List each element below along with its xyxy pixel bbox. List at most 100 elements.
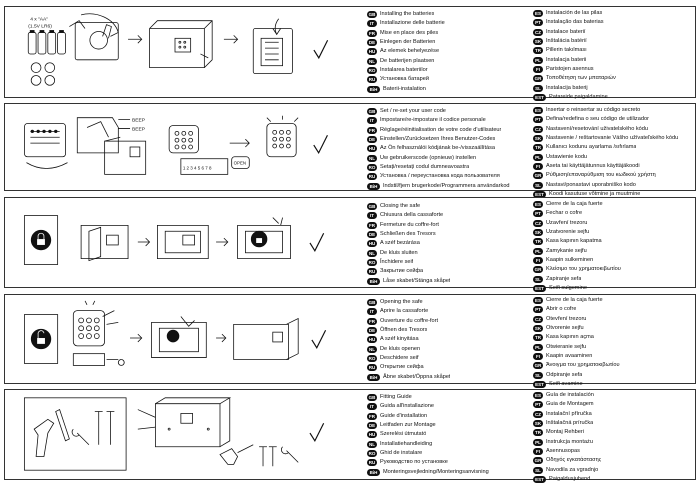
lang-badge: PL [533, 247, 543, 255]
lang-text: Impostare/re-impostare il codice persona… [380, 117, 486, 124]
lang-badge: SK [533, 38, 543, 46]
hand-pressing-reset [76, 117, 121, 154]
lang-badge: PT [533, 116, 543, 124]
unlock-icon-panel [24, 314, 59, 364]
lang-badge: FR [367, 412, 377, 420]
arrow-icon [216, 237, 229, 247]
lang-badge: CZ [533, 125, 543, 133]
lang-badge: CZ [533, 219, 543, 227]
battery-compartment [252, 18, 293, 74]
lang-text: Руководство по установке [380, 459, 448, 466]
code-entry-strip [180, 158, 229, 175]
lang-badge: TR [533, 238, 543, 246]
lang-text: Instalarea bateriilor [380, 66, 428, 73]
lang-text: Setați/resetați codul dumneavoastra [380, 163, 470, 170]
lang-badge: GR [533, 172, 543, 180]
lang-badge: GR [533, 362, 543, 370]
user-code-illustration: BEEP BEEP 1 2 3 4 5 6 7 8 [5, 104, 345, 190]
lang-badge: PT [533, 19, 543, 27]
drill-and-bolts [219, 444, 299, 467]
lang-text: Cierre de la caja fuerte [546, 297, 603, 304]
lang-badge: GR [533, 457, 543, 465]
lang-text: Installazione delle batterie [380, 20, 445, 27]
lang-text: Κλείσιμο του χρηματοκιβωτίου [546, 266, 621, 273]
lang-badge: GB [367, 299, 377, 307]
lang-text: Guida all'installazione [380, 403, 434, 410]
lang-badge: NL [367, 345, 377, 353]
lang-text: Закрытие сейфа [380, 268, 424, 275]
lang-text: Fitting Guide [380, 394, 412, 401]
lang-text: Guia de Montagem [546, 401, 594, 408]
lang-badge: FR [367, 221, 377, 229]
lang-text: Uzavření trezoru [546, 219, 588, 226]
battery-icon-group [27, 30, 66, 86]
lang-badge: PT [533, 401, 543, 409]
lang-text: Öffnen des Tresors [380, 327, 428, 334]
lang-text: De kluis sluiten [380, 249, 418, 256]
lang-text: Chiusura della cassaforte [380, 212, 444, 219]
batteries-illustration: 4 x "AA" (1.5V LR6) [5, 7, 345, 97]
lang-text: Installing the batteries [380, 11, 435, 18]
lang-text: Kasa kapının açma [546, 334, 594, 341]
lang-badge: IT [367, 308, 377, 316]
battery-spec: (1.5V LR6) [28, 24, 52, 30]
lang-badge: GB [367, 11, 377, 19]
keypad-thought-bubble [24, 123, 68, 169]
lang-text: Установка батарей [380, 76, 430, 83]
lang-text: Άνοιγμα του χρηματοκιβωτίου [546, 362, 620, 369]
fitting-diagram [23, 397, 325, 471]
lang-badge: EST [533, 190, 546, 198]
lang-text: Instalační příručka [546, 410, 592, 417]
safe-door-open [233, 317, 299, 360]
lang-badge: SK [533, 229, 543, 237]
lang-badge: RU [367, 364, 377, 372]
arrow-icon [216, 333, 227, 343]
lock-icon-panel [23, 215, 59, 265]
arrow-icon [223, 35, 239, 44]
lang-badge: TR [533, 144, 543, 152]
lang-text: Ghid de instalare [380, 449, 423, 456]
lang-text: Установка / переустановка кода пользоват… [380, 173, 500, 180]
check-icon [311, 329, 327, 349]
lang-badge: TR [533, 429, 543, 437]
safe-open-closing [80, 224, 129, 262]
check-icon [309, 422, 325, 443]
lang-badge: PT [533, 210, 543, 218]
lang-text: Réglage/réinitialisation de votre code d… [380, 126, 502, 133]
lang-text: A széf bezárása [380, 240, 420, 247]
lang-badge: SL [533, 181, 543, 189]
beep-label-1: BEEP [132, 118, 145, 124]
lang-text: Einlegen der Batterien [380, 39, 436, 46]
lang-text: Seifi avamine [549, 380, 583, 387]
lang-text: Ρύθμιση/επαναρύθμιση του κωδικού χρήστη [546, 172, 656, 179]
lang-badge: PL [533, 56, 543, 64]
lang-text: Insertar o reinsertar su código secreto [546, 107, 641, 114]
section-user-code: BEEP BEEP 1 2 3 4 5 6 7 8 [4, 103, 696, 198]
lang-text: De kluis openen [380, 345, 421, 352]
lang-badge: BiH [367, 373, 380, 381]
